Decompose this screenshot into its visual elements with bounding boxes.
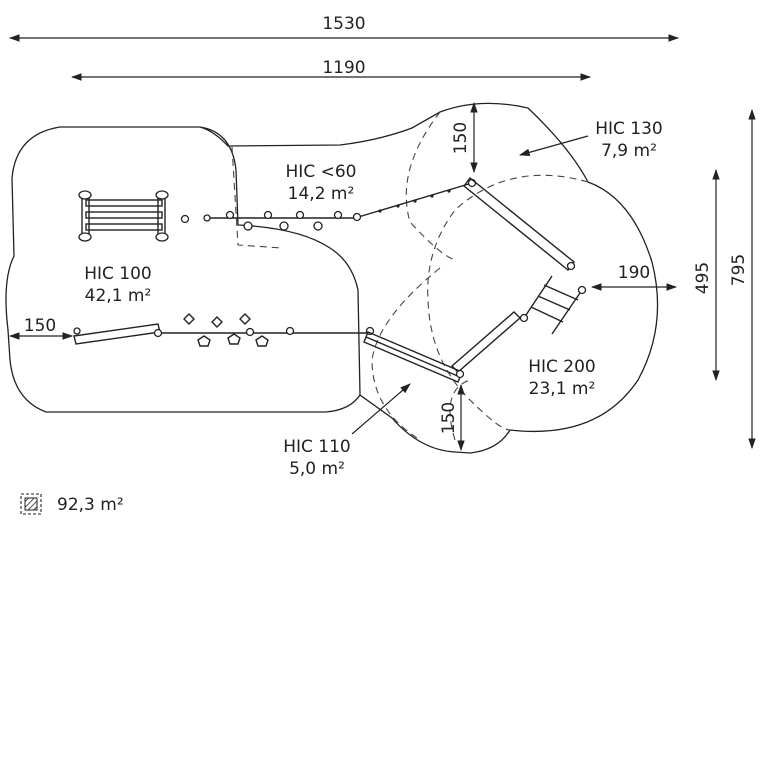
log-bench [73,323,161,345]
dim-label-495: 495 [693,262,713,294]
safety-zone-outline [5,102,659,454]
balance-beam [463,176,576,272]
dim-label-190: 190 [618,263,650,283]
leader-hic110 [351,383,411,435]
dim-label-150-bottom: 150 [439,402,459,434]
leader-hic130 [518,135,589,157]
zone-hic60-name: HIC <60 [286,162,357,182]
dim-label-1530: 1530 [322,14,365,34]
zone-hic60-area: 14,2 m² [288,184,355,204]
equipment-set [73,176,587,383]
dim-label-150-top: 150 [451,122,471,154]
zone-hic130-name: HIC 130 [595,119,663,139]
hatch-swatch-fill [24,497,38,511]
zone-hic100-name: HIC 100 [84,264,152,284]
dim-label-1190: 1190 [322,58,365,78]
legend-total-area: 92,3 m² [57,495,124,515]
zone-hic200-name: HIC 200 [528,357,596,377]
zone-hic130-area: 7,9 m² [601,141,657,161]
dim-label-150-left: 150 [24,316,56,336]
zone-hic110-name: HIC 110 [283,437,351,457]
hatch-swatch-icon [20,493,42,515]
dim-label-795: 795 [729,254,749,286]
rope-traverse-upper [203,178,477,231]
climbing-ladder-left [78,190,190,242]
zone-hic200-area: 23,1 m² [529,379,596,399]
zone-hic110-area: 5,0 m² [289,459,345,479]
legend: 92,3 m² [20,493,124,515]
diagonal-log [450,311,522,373]
zone-hic100-area: 42,1 m² [85,286,152,306]
climbing-ladder-right [519,275,587,335]
dimension-lines [8,34,756,452]
slide [363,331,465,383]
rope-traverse-lower [153,313,375,347]
